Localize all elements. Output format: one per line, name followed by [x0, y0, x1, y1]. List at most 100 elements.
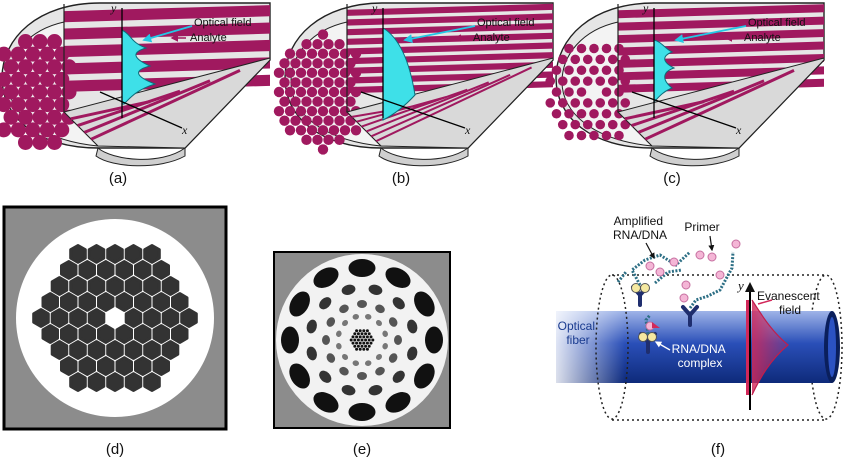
air-hole [368, 284, 383, 295]
air-hole [334, 115, 345, 126]
air-hole [589, 43, 599, 54]
air-hole [312, 96, 323, 107]
air-hole [576, 87, 587, 97]
x-axis [99, 91, 183, 129]
air-hole [313, 392, 339, 413]
analyte-channel [366, 81, 490, 133]
air-hole [382, 330, 388, 338]
air-hole [334, 38, 345, 50]
primer-bead [655, 267, 665, 277]
air-hole [614, 130, 624, 141]
air-hole [0, 97, 12, 113]
air-hole [607, 98, 618, 108]
core-hole [364, 344, 368, 348]
air-hole [348, 259, 376, 277]
analyte-channel [356, 96, 447, 123]
air-hole [545, 76, 556, 86]
air-hole [595, 119, 606, 130]
air-hole [306, 346, 317, 361]
core-hole [356, 344, 360, 348]
air-hole [375, 366, 385, 376]
air-hole [32, 59, 48, 75]
air-hole [97, 260, 115, 280]
air-hole [284, 105, 296, 117]
air-hole [97, 324, 115, 344]
core-hole [367, 332, 371, 336]
air-hole [576, 43, 587, 54]
analyte-channel [347, 32, 553, 45]
air-hole [78, 292, 96, 312]
air-hole [284, 48, 296, 59]
air-hole [295, 105, 307, 117]
air-hole [0, 71, 12, 87]
air-hole [25, 122, 41, 138]
air-hole [557, 54, 568, 65]
air-hole [273, 86, 285, 98]
air-hole [317, 86, 329, 98]
air-hole [290, 58, 301, 69]
primer-bead [669, 257, 679, 267]
optical-field-profile [382, 27, 416, 121]
air-hole [180, 308, 198, 328]
air-hole [557, 119, 568, 130]
antigen [638, 332, 648, 342]
air-hole [357, 300, 367, 308]
air-hole [323, 77, 334, 88]
y-axis-label: y [110, 1, 117, 15]
core-hole [369, 335, 373, 339]
air-hole [124, 276, 143, 296]
air-hole [87, 308, 106, 328]
air-hole [290, 115, 301, 126]
air-hole [382, 342, 388, 350]
analyte-label: Analyte [744, 32, 781, 44]
air-hole [589, 108, 599, 119]
air-hole [595, 98, 606, 108]
air-hole [414, 291, 435, 317]
core-hole [353, 344, 357, 348]
air-hole [161, 340, 180, 360]
air-hole [32, 109, 48, 125]
primer-bead [695, 250, 705, 260]
air-hole [134, 260, 152, 280]
air-hole [323, 58, 334, 69]
air-hole [10, 46, 26, 62]
air-hole [301, 96, 312, 107]
air-hole [115, 356, 133, 376]
air-hole [152, 356, 170, 376]
core-hole [362, 335, 366, 339]
analyte-label: Analyte [473, 32, 510, 44]
air-hole [607, 119, 618, 130]
antigen [640, 283, 650, 293]
air-hole [339, 105, 351, 117]
air-hole [295, 67, 307, 79]
caption-d: (d) [106, 441, 124, 458]
air-hole [425, 326, 443, 354]
air-hole [564, 108, 574, 119]
air-hole [97, 292, 115, 312]
analyte-channel [83, 79, 211, 134]
air-hole [78, 324, 96, 344]
air-hole [312, 58, 323, 69]
air-hole [582, 76, 593, 86]
air-hole [134, 324, 152, 344]
air-hole [32, 134, 48, 150]
air-hole [394, 335, 402, 345]
air-hole [557, 76, 568, 86]
air-hole [375, 304, 385, 314]
air-hole [0, 85, 4, 99]
air-hole [301, 77, 312, 88]
core-hole [358, 329, 362, 333]
optical-field-arrow [403, 25, 476, 44]
core-hole [371, 338, 375, 342]
air-hole [124, 308, 143, 328]
air-hole [18, 109, 33, 125]
air-hole [3, 84, 19, 100]
air-hole [312, 115, 323, 126]
air-hole [328, 86, 340, 98]
air-hole [69, 244, 87, 264]
analyte-channel [64, 57, 270, 75]
air-hole [319, 370, 332, 383]
air-hole [601, 87, 612, 97]
air-hole [39, 71, 55, 87]
